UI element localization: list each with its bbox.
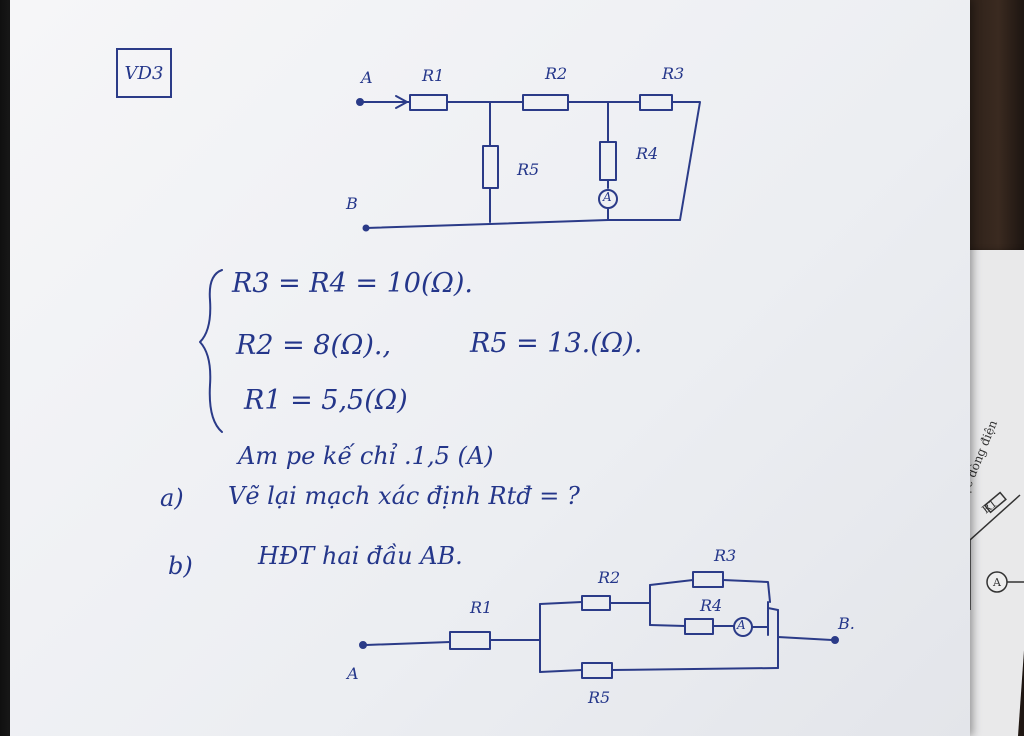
question-b: HĐT hai đầu AB. [258, 542, 463, 570]
circuit1-r4-label: R4 [636, 144, 659, 163]
circuit2-r4-label: R4 [700, 596, 723, 615]
given-line-3: R1 = 5,5(Ω) [244, 385, 408, 416]
question-a: Vẽ lại mạch xác định Rtđ = ? [228, 482, 580, 510]
circuit2-ammeter-label: A [737, 618, 746, 632]
circuit1-r3-label: R3 [662, 64, 685, 83]
circuit2-r3-label: R3 [714, 546, 737, 565]
question-b-prefix: b) [168, 552, 193, 580]
question-a-prefix: a) [160, 484, 184, 512]
circuit1-r1-label: R1 [422, 66, 445, 85]
book-circuit-fragment [969, 491, 1024, 610]
circuit1-r5-label: R5 [517, 160, 540, 179]
given-line-2b: R5 = 13.(Ω). [470, 328, 643, 359]
circuit2-node-a: A [347, 664, 359, 683]
circuit1-ammeter-label: A [603, 190, 612, 204]
given-line-1: R3 = R4 = 10(Ω). [232, 268, 473, 299]
circuit2-node-b: B. [838, 614, 855, 633]
circuit2-r5-label: R5 [588, 688, 611, 707]
book-ammeter-label: A [993, 576, 1001, 589]
circuit1-node-b: B [346, 194, 358, 213]
circuit2-r1-label: R1 [470, 598, 493, 617]
circuit1-r2-label: R2 [545, 64, 568, 83]
given-line-2a: R2 = 8(Ω)., [236, 330, 392, 361]
example-number-box: VD3 [116, 48, 172, 98]
circuit1-node-a: A [361, 68, 373, 87]
ammeter-reading: Am pe kế chỉ .1,5 (A) [238, 442, 494, 470]
circuit2-r2-label: R2 [598, 568, 621, 587]
